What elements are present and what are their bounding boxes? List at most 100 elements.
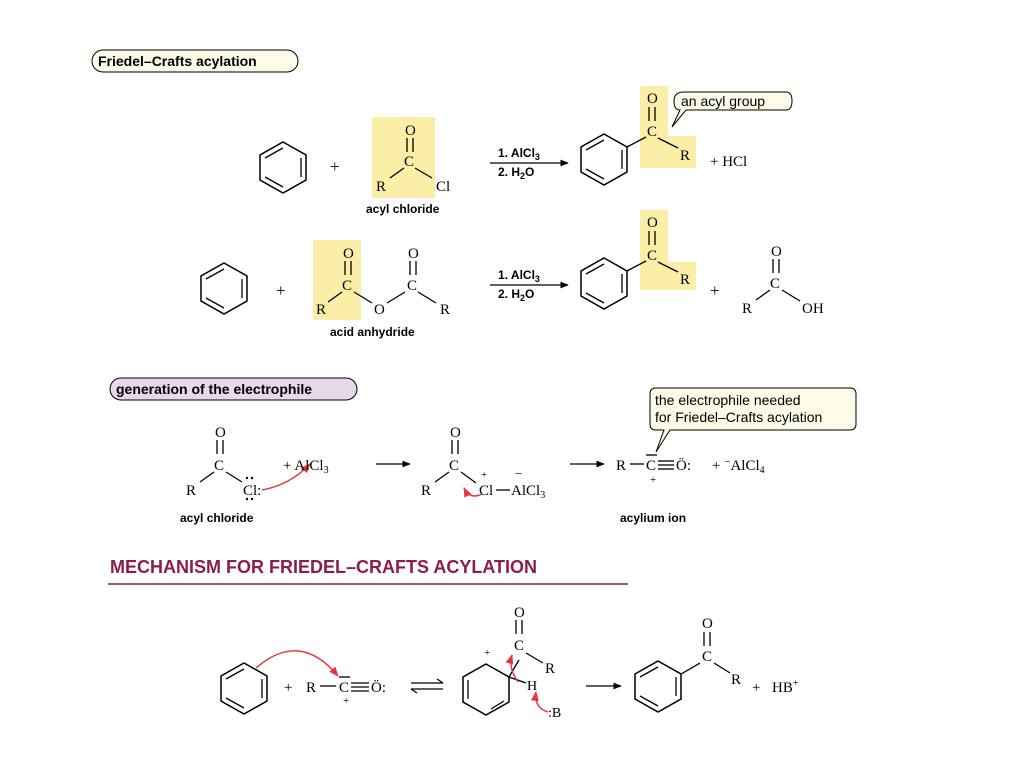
curved-arrow-base bbox=[531, 691, 549, 713]
sigma-complex: + O C R H bbox=[462, 605, 555, 716]
product-benzene-ring-2 bbox=[580, 257, 628, 310]
gen-acyl-chloride-structure: O C R Cl: bbox=[186, 425, 261, 501]
svg-text:R: R bbox=[376, 179, 386, 195]
svg-text:C: C bbox=[646, 458, 656, 474]
plus-sign-3: + bbox=[710, 281, 720, 300]
svg-text:H: H bbox=[527, 679, 537, 694]
acylium-ion-label: acylium ion bbox=[620, 511, 686, 525]
svg-text:+: + bbox=[484, 647, 490, 659]
acyl-group-highlight bbox=[640, 86, 668, 168]
anhydride-highlight bbox=[313, 240, 361, 320]
svg-text:O: O bbox=[647, 215, 658, 231]
svg-text:R: R bbox=[306, 680, 316, 696]
benzene-ring bbox=[259, 141, 307, 194]
acyl-chloride-structure: O C R Cl bbox=[376, 123, 450, 195]
final-product-ketone: O C R bbox=[634, 616, 741, 713]
svg-text:O: O bbox=[647, 91, 658, 107]
svg-text:C: C bbox=[647, 248, 657, 264]
svg-text:R: R bbox=[440, 302, 450, 318]
condition-alcl3-2: 1. AlCl3 bbox=[498, 268, 540, 284]
svg-text:R: R bbox=[421, 483, 431, 499]
svg-text:C: C bbox=[214, 458, 224, 474]
svg-text:C: C bbox=[514, 638, 524, 654]
curved-arrow-attack bbox=[255, 650, 339, 677]
svg-text:Cl: Cl bbox=[436, 179, 450, 195]
acyl-group-highlight-2r bbox=[668, 262, 696, 290]
gen-badge bbox=[109, 377, 358, 401]
svg-text:R: R bbox=[316, 302, 326, 318]
svg-text:Ö:: Ö: bbox=[371, 679, 386, 696]
svg-text:R: R bbox=[616, 458, 626, 474]
svg-text:C: C bbox=[770, 276, 780, 292]
fc-badge bbox=[91, 49, 299, 73]
acyl-group-structure: O C R bbox=[626, 91, 690, 164]
svg-text:C: C bbox=[342, 278, 352, 294]
electrophile-callout-line1: the electrophile needed bbox=[655, 392, 801, 408]
svg-text:O: O bbox=[408, 246, 419, 262]
svg-text:Cl: Cl bbox=[479, 483, 493, 499]
acyl-group-callout-text: an acyl group bbox=[681, 93, 765, 109]
svg-text:O: O bbox=[514, 605, 525, 621]
acyl-group-callout bbox=[671, 91, 793, 128]
svg-text:R: R bbox=[731, 672, 741, 688]
svg-text:C: C bbox=[647, 124, 657, 140]
mechanism-benzene bbox=[220, 662, 268, 715]
svg-text:C: C bbox=[702, 649, 712, 665]
plus-alcl3: + AlCl3 bbox=[283, 458, 329, 476]
acyl-group-highlight-r bbox=[668, 136, 696, 168]
acyl-chloride-label: acyl chloride bbox=[366, 202, 440, 216]
carboxylic-acid-structure: O C R OH bbox=[742, 244, 824, 317]
equilibrium-arrow bbox=[410, 678, 444, 694]
svg-text:Ö:: Ö: bbox=[676, 457, 691, 474]
fc-title: Friedel–Crafts acylation bbox=[98, 53, 257, 69]
svg-text:C: C bbox=[407, 278, 417, 294]
svg-text:O: O bbox=[405, 123, 416, 139]
gen-title: generation of the electrophile bbox=[116, 381, 312, 397]
benzene-ring-2 bbox=[200, 262, 248, 315]
base: :B bbox=[548, 706, 561, 721]
acyl-group-structure-2: O C R bbox=[626, 215, 690, 288]
mechanism-plus-2: + bbox=[752, 680, 760, 696]
svg-text:O: O bbox=[343, 246, 354, 262]
acid-anhydride-structure: O C R O O C R bbox=[316, 246, 450, 318]
acyl-group-highlight-2 bbox=[640, 210, 668, 290]
svg-text:+: + bbox=[481, 469, 487, 481]
electrophile-callout bbox=[649, 387, 857, 453]
svg-text:O: O bbox=[450, 425, 461, 441]
svg-text:AlCl3: AlCl3 bbox=[511, 483, 545, 501]
svg-text:O: O bbox=[702, 616, 713, 632]
plus-sign-2: + bbox=[276, 281, 286, 300]
condition-water: 2. H2O bbox=[498, 165, 534, 181]
gen-acyl-chloride-label: acyl chloride bbox=[180, 511, 254, 525]
mechanism-title: MECHANISM FOR FRIEDEL–CRAFTS ACYLATION bbox=[110, 557, 537, 577]
svg-text:OH: OH bbox=[802, 301, 824, 317]
svg-text:O: O bbox=[374, 302, 385, 318]
curved-arrow-cl-to-al bbox=[261, 463, 311, 491]
svg-text:O: O bbox=[771, 244, 782, 260]
svg-text:R: R bbox=[742, 301, 752, 317]
svg-text:−: − bbox=[515, 466, 522, 481]
svg-text:C: C bbox=[404, 154, 414, 170]
hcl-byproduct: + HCl bbox=[710, 154, 747, 170]
svg-text:+: + bbox=[650, 474, 656, 486]
tetrachloroaluminate: + −AlCl4 bbox=[712, 456, 765, 476]
svg-text:R: R bbox=[545, 661, 555, 677]
svg-text:+: + bbox=[343, 695, 349, 707]
mechanism-acylium: R C Ö: + bbox=[306, 676, 386, 707]
svg-text:C: C bbox=[339, 680, 349, 696]
plus-sign: + bbox=[330, 157, 340, 176]
condition-water-2: 2. H2O bbox=[498, 287, 534, 303]
product-benzene-ring bbox=[580, 133, 628, 186]
svg-text:R: R bbox=[680, 148, 690, 164]
svg-text:Cl:: Cl: bbox=[243, 483, 261, 499]
svg-text:O: O bbox=[215, 425, 226, 441]
acyl-alcl3-complex: O C R Cl + AlCl3 − bbox=[421, 425, 545, 501]
svg-text:R: R bbox=[186, 483, 196, 499]
svg-text:C: C bbox=[449, 458, 459, 474]
electrophile-callout-line2: for Friedel–Crafts acylation bbox=[655, 409, 822, 425]
svg-text:R: R bbox=[680, 272, 690, 288]
hb-plus: HB+ bbox=[772, 678, 799, 696]
curved-arrow-ring-restore bbox=[505, 654, 519, 683]
acyl-highlight bbox=[372, 117, 435, 198]
